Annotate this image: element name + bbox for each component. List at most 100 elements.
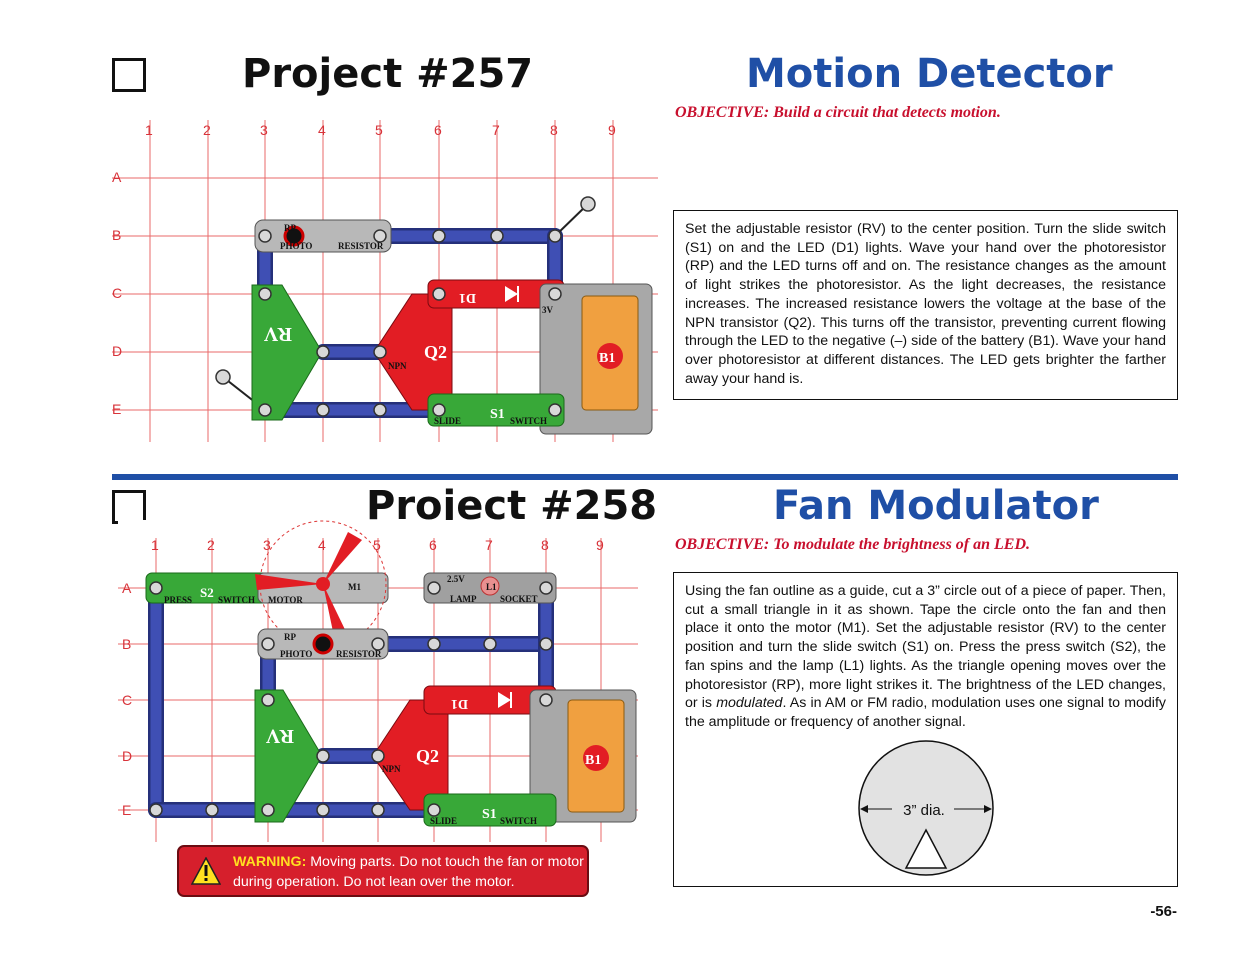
column-label: 9 [608, 122, 616, 138]
column-label: 1 [151, 537, 159, 553]
row-label: A [112, 169, 122, 185]
slide-label: SLIDE [434, 416, 461, 426]
project-258-checkbox[interactable] [112, 490, 146, 524]
transistor-part: Q2 NPN [372, 699, 449, 811]
page-number: -56- [1150, 903, 1177, 920]
row-label: E [122, 802, 131, 818]
warning-banner: WARNING: Moving parts. Do not touch the … [177, 845, 589, 897]
snap-points [149, 581, 553, 817]
q2-label: Q2 [424, 342, 447, 362]
rp-photo-label: PHOTO [280, 241, 312, 251]
column-labels: 1 2 3 4 5 6 7 8 9 [145, 122, 616, 138]
section-divider [112, 474, 1178, 480]
socket-label: SOCKET [500, 594, 538, 604]
lamp-part: 2.5V LAMP SOCKET L1 [423, 572, 557, 604]
led-part: D1 [427, 279, 565, 309]
press-switch-part: S2 PRESS SWITCH [145, 572, 283, 605]
led-part: D1 [423, 685, 557, 715]
m1-label: M1 [348, 582, 361, 592]
rp-label: RP [284, 632, 296, 642]
battery-part: B1 [529, 689, 637, 823]
row-labels: A B C D E [122, 580, 132, 818]
row-label: A [122, 580, 132, 596]
column-label: 6 [434, 122, 442, 138]
adjustable-resistor-part: RV [254, 689, 323, 823]
description-text-end: . As in AM or FM radio, modulation uses … [685, 695, 1166, 730]
row-label: B [112, 227, 121, 243]
column-label: 9 [596, 537, 604, 553]
npn-label: NPN [382, 764, 401, 774]
rv-label: RV [263, 323, 292, 345]
warning-text-block: WARNING: Moving parts. Do not touch the … [233, 852, 585, 892]
slide-switch-part: S1 SLIDE SWITCH [423, 793, 557, 827]
column-label: 2 [203, 122, 211, 138]
column-label: 6 [429, 537, 437, 553]
rp-resistor-label: RESISTOR [336, 649, 382, 659]
project-258-objective: OBJECTIVE: To modulate the brightness of… [675, 536, 1031, 553]
project-257-circuit-diagram: 1 2 3 4 5 6 7 8 9 A B C D E RP PHOTO RES… [112, 120, 658, 442]
project-258-circuit-diagram: 1 2 3 4 5 6 7 8 9 A B C D E S2 PRESS SWI… [118, 520, 638, 842]
photoresistor-part: RP PHOTO RESISTOR [254, 219, 392, 253]
slide-label: SLIDE [430, 816, 457, 826]
lamp-voltage-label: 2.5V [447, 574, 465, 584]
project-257-name: Motion Detector [746, 51, 1113, 97]
d1-label: D1 [459, 290, 476, 305]
project-257-objective: OBJECTIVE: Build a circuit that detects … [675, 104, 1001, 121]
snap-points [215, 196, 596, 417]
project-257-checkbox[interactable] [112, 58, 146, 92]
row-label: C [112, 285, 122, 301]
q2-label: Q2 [416, 746, 439, 766]
column-label: 3 [260, 122, 268, 138]
l1-label: L1 [486, 582, 497, 592]
column-label: 5 [373, 537, 381, 553]
npn-label: NPN [388, 361, 407, 371]
column-label: 7 [485, 537, 493, 553]
column-label: 7 [492, 122, 500, 138]
row-label: D [112, 343, 122, 359]
d1-label: D1 [451, 696, 468, 711]
diameter-label: 3” dia. [903, 802, 945, 819]
project-258-title: Project #258 [366, 483, 658, 529]
project-257-description: Set the adjustable resistor (RV) to the … [685, 221, 1166, 387]
switch-label: SWITCH [218, 595, 255, 605]
switch-label: SWITCH [500, 816, 537, 826]
project-257-description-box: Set the adjustable resistor (RV) to the … [673, 210, 1178, 400]
photoresistor-part: RP PHOTO RESISTOR [257, 628, 389, 660]
rp-label: RP [284, 223, 296, 233]
project-258-description: Using the fan outline as a guide, cut a … [685, 582, 1166, 732]
press-label: PRESS [164, 595, 192, 605]
b1-label: B1 [599, 351, 615, 366]
s1-label: S1 [490, 407, 505, 422]
row-label: D [122, 748, 132, 764]
row-labels: A B C D E [112, 169, 122, 417]
column-label: 1 [145, 122, 153, 138]
transistor-part: Q2 NPN [373, 293, 453, 411]
warning-label: WARNING: [233, 854, 307, 870]
description-italic: modulated [716, 695, 783, 712]
b1-voltage-label: 3V [542, 305, 554, 315]
project-257-title: Project #257 [242, 51, 534, 97]
rp-photo-label: PHOTO [280, 649, 312, 659]
adjustable-resistor-part: RV [251, 284, 323, 421]
lamp-label: LAMP [450, 594, 477, 604]
triangle-cutout [904, 828, 948, 869]
row-label: C [122, 692, 132, 708]
column-label: 8 [541, 537, 549, 553]
row-label: B [122, 636, 131, 652]
column-labels: 1 2 3 4 5 6 7 8 9 [151, 537, 604, 553]
fan-cutout-diagram: 3” dia. [858, 740, 994, 876]
column-label: 3 [263, 537, 271, 553]
project-258-name: Fan Modulator [773, 483, 1099, 529]
s2-label: S2 [200, 585, 214, 600]
rv-label: RV [265, 725, 294, 747]
b1-label: B1 [585, 753, 601, 768]
warning-text: Moving parts. Do not touch the fan or mo… [233, 854, 584, 890]
column-label: 5 [375, 122, 383, 138]
column-label: 2 [207, 537, 215, 553]
battery-part: B1 3V [539, 283, 653, 435]
warning-triangle-icon [191, 857, 221, 885]
description-text: Using the fan outline as a guide, cut a … [685, 583, 1166, 712]
rp-resistor-label: RESISTOR [338, 241, 384, 251]
switch-label: SWITCH [510, 416, 547, 426]
row-label: E [112, 401, 121, 417]
